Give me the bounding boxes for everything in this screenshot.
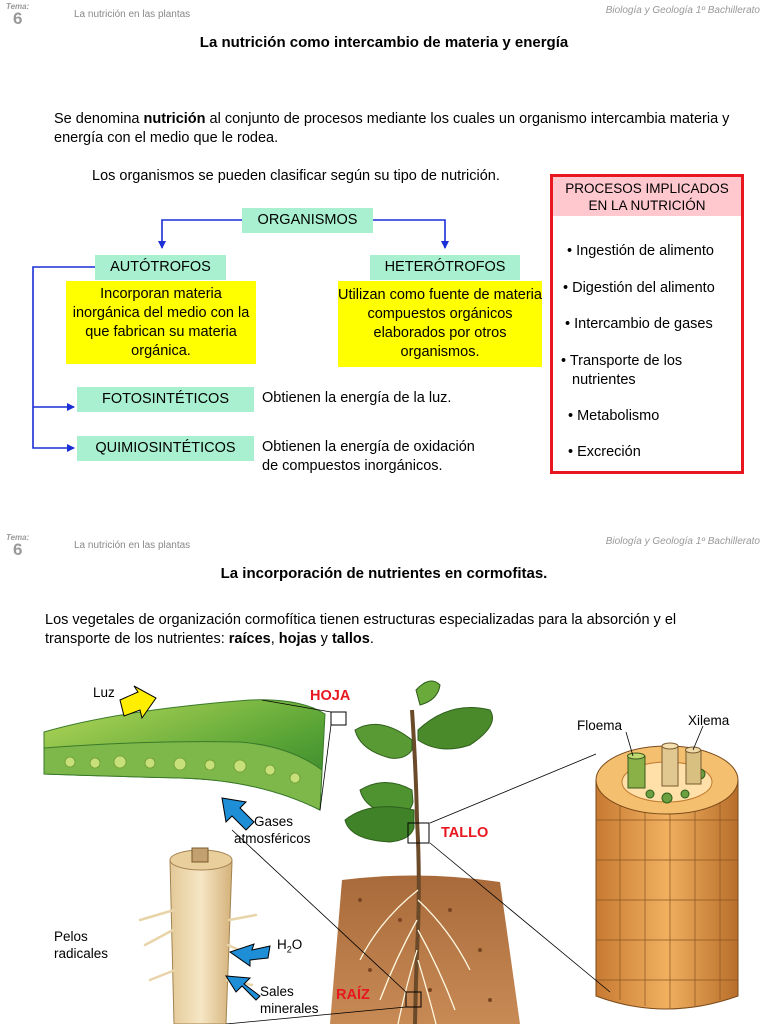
tema-label: Tema: [6,533,30,542]
soil [330,875,520,1024]
heterotrofos-description: Utilizan como fuente de materia compuest… [338,281,542,367]
header-course: Biología y Geología 1º Bachillerato [605,536,760,547]
processes-header-line-2: EN LA NUTRICIÓN [588,198,706,213]
quimiosinteticos-box: QUIMIOSINTÉTICOS [77,436,254,461]
label-xilema: Xilema [688,713,730,728]
organismos-box: ORGANISMOS [242,208,373,233]
gases-arrow-icon [221,797,255,831]
leaf-cross-section [43,699,347,811]
intro-text-rest: al conjunto de procesos mediante los cua… [54,111,730,146]
autotrofos-description-text: Incorporan materia inorgánica del medio … [72,285,250,359]
label-sales-1: Sales [260,984,294,999]
separator: y [316,631,332,647]
quimiosinteticos-description-2: de compuestos inorgánicos. [262,458,443,474]
oak-seedling [344,680,493,1024]
autotrofos-description: Incorporan materia inorgánica del medio … [66,281,256,364]
header-course: Biología y Geología 1º Bachillerato [605,5,760,16]
keyword-hojas: hojas [278,631,317,647]
processes-panel: PROCESOS IMPLICADOS EN LA NUTRICIÓN [550,174,744,474]
tema-label: Tema: [6,2,30,11]
period: . [369,631,374,647]
label-sales-2: minerales [260,1001,319,1016]
page-title: La incorporación de nutrientes en cormof… [220,565,548,582]
diagram-arrows [32,219,449,452]
water-arrow-icon [228,943,271,967]
label-h2o-h: H [277,937,287,952]
process-item: • Intercambio de gases [565,316,713,332]
intro-paragraph: Se denomina nutrición al conjunto de pro… [54,110,734,148]
intro-paragraph: Los vegetales de organización cormofític… [45,611,745,649]
process-item: • Excreción [568,444,641,460]
heterotrofos-box: HETERÓTROFOS [370,255,520,280]
separator: , [270,631,279,647]
stem-cross-section [429,725,739,1010]
process-item: • Digestión del alimento [563,280,715,296]
label-h2o-sub: 2 [286,944,292,955]
intro-line-2: transporte de los nutrientes: raíces, ho… [45,630,745,649]
intro-text: Se denomina [54,111,144,127]
tema-number: 6 [13,9,23,28]
process-item: • Transporte de los [561,353,683,369]
label-pelos-1: Pelos [54,929,88,944]
intro-keyword: nutrición [143,111,206,127]
processes-header-line-1: PROCESOS IMPLICADOS [565,181,729,196]
keyword-raices: raíces [228,631,271,647]
classification-text: Los organismos se pueden clasificar segú… [92,168,500,184]
label-h2o-o: O [291,937,303,952]
process-item: nutrientes [572,372,636,388]
process-item: • Metabolismo [568,408,660,424]
root-section [138,829,407,1024]
label-floema: Floema [577,718,623,733]
label-gases-1: Gases [254,814,294,829]
label-hoja: HOJA [310,688,351,704]
page-title: La nutrición como intercambio de materia… [199,34,569,51]
quimiosinteticos-description-1: Obtienen la energía de oxidación [262,439,475,455]
intro-line-1: Los vegetales de organización cormofític… [45,612,677,628]
header-subject: La nutrición en las plantas [74,9,191,20]
label-pelos-2: radicales [54,946,109,961]
plant-illustration [43,680,739,1024]
label-tallo: TALLO [441,825,489,841]
label-luz: Luz [93,685,115,700]
salts-arrow-icon [225,975,261,1001]
label-raiz: RAÍZ [336,987,370,1003]
label-gases-2: atmosféricos [234,831,311,846]
processes-header: PROCESOS IMPLICADOS EN LA NUTRICIÓN [553,177,741,216]
tema-number: 6 [13,540,23,559]
keyword-tallos: tallos [331,631,370,647]
light-arrow-icon [119,685,157,720]
fotosinteticos-box: FOTOSINTÉTICOS [77,387,254,412]
header-subject: La nutrición en las plantas [74,540,191,551]
process-item: • Ingestión de alimento [567,243,714,259]
autotrofos-box: AUTÓTROFOS [95,255,226,280]
heterotrofos-description-text: Utilizan como fuente de materia compuest… [338,287,542,360]
fotosinteticos-description: Obtienen la energía de la luz. [262,390,452,406]
label-h2o: H2O [277,936,302,959]
intro-text: transporte de los nutrientes: [45,631,229,647]
